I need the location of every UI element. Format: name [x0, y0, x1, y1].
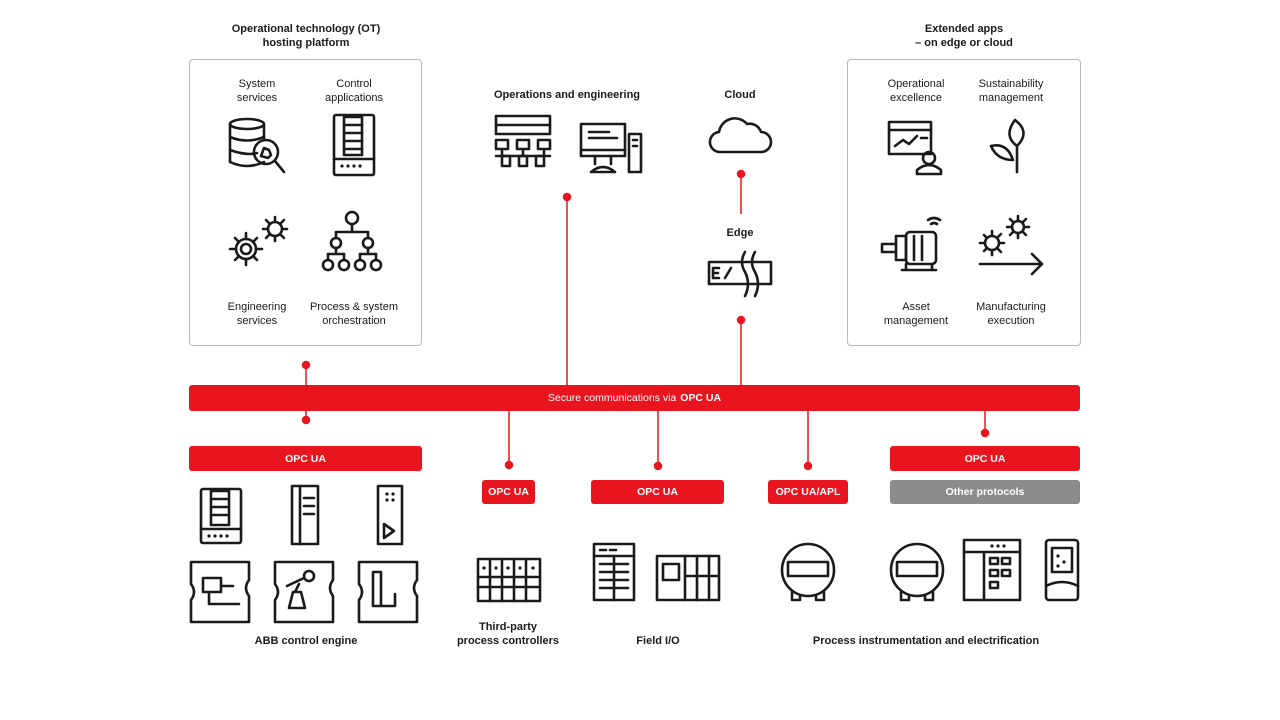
control-applications-label: Control applications: [324, 78, 384, 104]
cloud-title: Cloud: [724, 89, 756, 101]
workstation-icon: [579, 122, 643, 174]
controller-cabinet-icon: [199, 487, 243, 545]
io-module-icon: [376, 484, 404, 546]
other-protocols-bar: Other protocols: [890, 480, 1080, 504]
process-instrumentation-label: Process instrumentation and electrificat…: [812, 635, 1040, 647]
bus-prefix: Secure communications via: [547, 392, 677, 404]
edge-device-icon: [707, 250, 773, 298]
io-rack-icon: [655, 554, 721, 602]
operational-excellence-label: Operational excellence: [887, 78, 945, 104]
asset-management-label: Asset management: [883, 301, 949, 327]
gears-arrow-icon: [978, 214, 1044, 276]
abb-protocol-bar: OPC UA: [189, 446, 422, 471]
level-process-icon: [357, 560, 419, 624]
hierarchy-icon: [321, 210, 383, 272]
control-room-icon: [494, 114, 552, 168]
instrumentation-protocol-bar: OPC UA: [890, 446, 1080, 471]
engineering-services-label: Engineering services: [227, 301, 287, 327]
operations-title: Operations and engineering: [493, 89, 641, 101]
plc-rack-icon: [476, 557, 542, 603]
control-cabinet-icon: [332, 113, 376, 177]
leaf-icon: [989, 118, 1025, 174]
field-io-label: Field I/O: [636, 635, 680, 647]
cloud-icon: [708, 117, 773, 154]
sustainability-management-label: Sustainability management: [978, 78, 1044, 104]
opc-ua-bus: Secure communications via OPC UA: [189, 385, 1080, 411]
process-orchestration-label: Process & system orchestration: [309, 301, 399, 327]
motor-wireless-icon: [880, 216, 942, 272]
abb-control-engine-label: ABB control engine: [254, 635, 358, 647]
gears-icon: [228, 215, 289, 267]
system-services-label: System services: [236, 78, 278, 104]
bus-protocol: OPC UA: [680, 392, 722, 404]
flowmeter-icon: [780, 542, 836, 602]
field-io-protocol-bar: OPC UA: [591, 480, 724, 504]
tank-process-icon: [189, 560, 251, 624]
third-party-controllers-label: Third-party process controllers: [456, 621, 560, 647]
third-party-protocol-bar: OPC UA: [482, 480, 535, 504]
transmitter-icon: [889, 542, 945, 602]
extended-apps-title: Extended apps – on edge or cloud: [915, 23, 1013, 49]
database-search-icon: [228, 117, 286, 174]
edge-title: Edge: [726, 227, 754, 239]
manufacturing-execution-label: Manufacturing execution: [976, 301, 1046, 327]
ot-platform-title: Operational technology (OT) hosting plat…: [231, 23, 381, 49]
drive-icon: [1044, 538, 1080, 602]
controller-module-icon: [290, 484, 320, 546]
dashboard-user-icon: [887, 120, 943, 176]
valve-process-icon: [273, 560, 335, 624]
apl-protocol-bar: OPC UA/APL: [768, 480, 848, 504]
ot-platform-panel: [189, 59, 422, 346]
switchgear-icon: [962, 538, 1022, 602]
extended-apps-panel: [847, 59, 1081, 346]
io-cabinet-icon: [592, 542, 636, 602]
